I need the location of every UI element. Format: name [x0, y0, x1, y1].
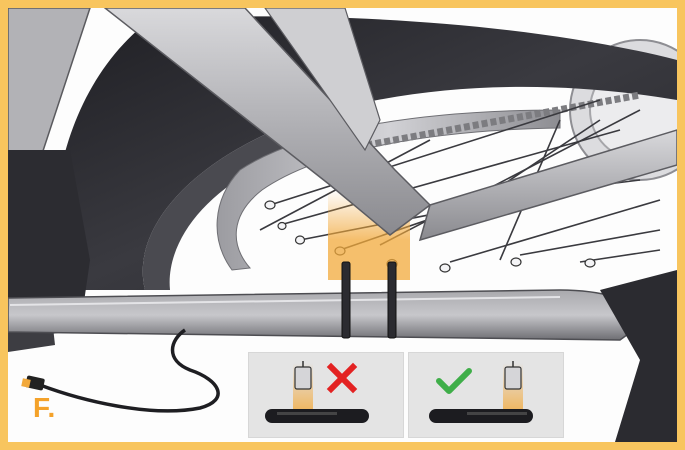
correct-inset — [408, 352, 564, 438]
correct-diagram — [429, 361, 533, 423]
sensor-icon — [265, 409, 369, 423]
incorrect-inset — [248, 352, 404, 438]
magnet-icon — [504, 361, 522, 390]
incorrect-diagram — [265, 361, 369, 423]
sensor-cable — [39, 328, 220, 413]
magnet-icon — [294, 361, 312, 390]
red-x-icon — [326, 362, 358, 394]
green-check-icon — [436, 368, 472, 394]
rear-dropout — [600, 270, 677, 442]
sensor-icon — [429, 409, 533, 423]
chain — [339, 91, 641, 154]
cable-connector — [21, 375, 45, 391]
seat-stay — [103, 8, 677, 242]
bike-illustration — [8, 8, 677, 442]
chainstay — [8, 289, 651, 341]
step-label: F. — [33, 392, 56, 423]
cable-ties — [341, 261, 397, 339]
bike-scene — [8, 8, 677, 442]
